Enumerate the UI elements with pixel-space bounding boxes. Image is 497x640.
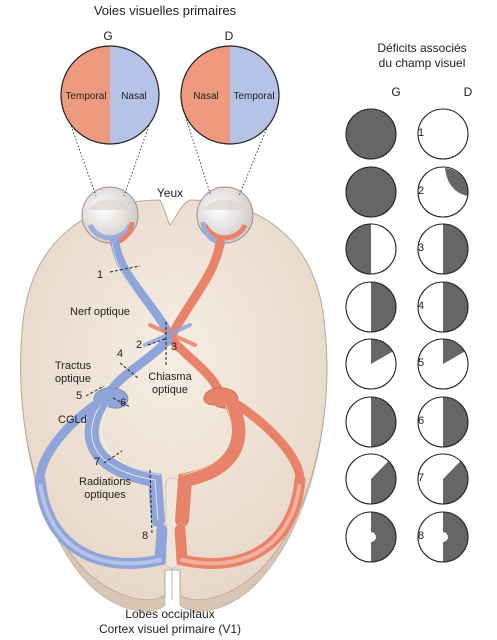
lesion-number-3: 3	[171, 341, 178, 353]
projection-lines	[63, 105, 277, 197]
deficit-row-number-8: 8	[417, 530, 425, 542]
deficits-col-right: D	[463, 85, 473, 99]
deficit-field-left-7	[345, 453, 397, 505]
deficit-field-left-6	[345, 396, 397, 448]
left-temporal-label: Temporal	[65, 91, 107, 102]
lesion-number-1: 1	[97, 269, 104, 281]
optic-tract-label-2: optique	[54, 373, 92, 385]
left-eyeball	[81, 186, 139, 246]
chiasm-label-2: optique	[151, 384, 189, 396]
lesion-lines	[85, 265, 167, 536]
deficits-title-1: Déficits associés	[377, 41, 467, 55]
deficit-row-number-6: 6	[417, 415, 425, 427]
deficit-field-right-8	[417, 511, 469, 563]
eyes-label: Yeux	[156, 186, 184, 200]
deficit-row-number-2: 2	[417, 185, 425, 197]
lesion-number-4: 4	[117, 348, 124, 360]
deficits-title-2: du champ visuel	[378, 56, 466, 70]
right-eye-field-circle	[180, 45, 280, 145]
deficit-row-number-3: 3	[417, 242, 425, 254]
deficit-field-right-3	[417, 223, 469, 275]
deficit-field-right-1	[417, 108, 469, 160]
deficit-field-right-7	[417, 453, 469, 505]
deficit-row-number-1: 1	[417, 127, 425, 139]
lesion-number-2: 2	[136, 339, 143, 351]
optic-nerve-label: Nerf optique	[70, 306, 130, 318]
right-temporal-label: Temporal	[233, 91, 275, 102]
occipital-label-1: Lobes occipitaux	[125, 607, 215, 621]
right-eyeball	[196, 186, 254, 246]
left-nasal-label: Nasal	[121, 91, 147, 102]
page-title: Voies visuelles primaires	[93, 3, 237, 18]
lesion-number-6: 6	[120, 397, 127, 409]
deficit-field-right-5	[417, 338, 469, 390]
radiations-label-2: optiques	[84, 489, 126, 501]
left-eye-letter: G	[103, 29, 113, 43]
deficit-field-right-4	[417, 281, 469, 333]
right-optic-radiations	[174, 398, 306, 569]
deficit-field-left-1	[345, 108, 397, 160]
occipital-label-2: Cortex visuel primaire (V1)	[98, 622, 242, 636]
deficits-col-left: G	[391, 85, 401, 99]
deficit-row-number-5: 5	[417, 357, 425, 369]
deficit-field-left-8	[345, 511, 397, 563]
lesion-number-5: 5	[76, 390, 83, 402]
deficit-field-left-2	[345, 166, 397, 218]
deficit-field-left-5	[345, 338, 397, 390]
deficit-field-right-6	[417, 396, 469, 448]
chiasm-label-1: Chiasma	[148, 371, 192, 383]
radiations-label-1: Radiations	[79, 476, 131, 488]
deficit-field-right-2	[417, 166, 469, 218]
lesion-number-8: 8	[142, 530, 149, 542]
right-eye-letter: D	[224, 29, 234, 43]
deficit-field-left-3	[345, 223, 397, 275]
deficit-row-number-4: 4	[417, 300, 425, 312]
lesion-number-7: 7	[94, 456, 101, 468]
brain-outline	[20, 199, 328, 612]
deficit-row-number-7: 7	[417, 472, 425, 484]
lgn-label: CGLd	[58, 414, 87, 426]
deficit-field-left-4	[345, 281, 397, 333]
optic-tract-label-1: Tractus	[54, 360, 92, 372]
left-optic-radiations	[34, 398, 168, 569]
left-eye-field-circle	[60, 45, 160, 145]
right-nasal-label: Nasal	[193, 91, 219, 102]
